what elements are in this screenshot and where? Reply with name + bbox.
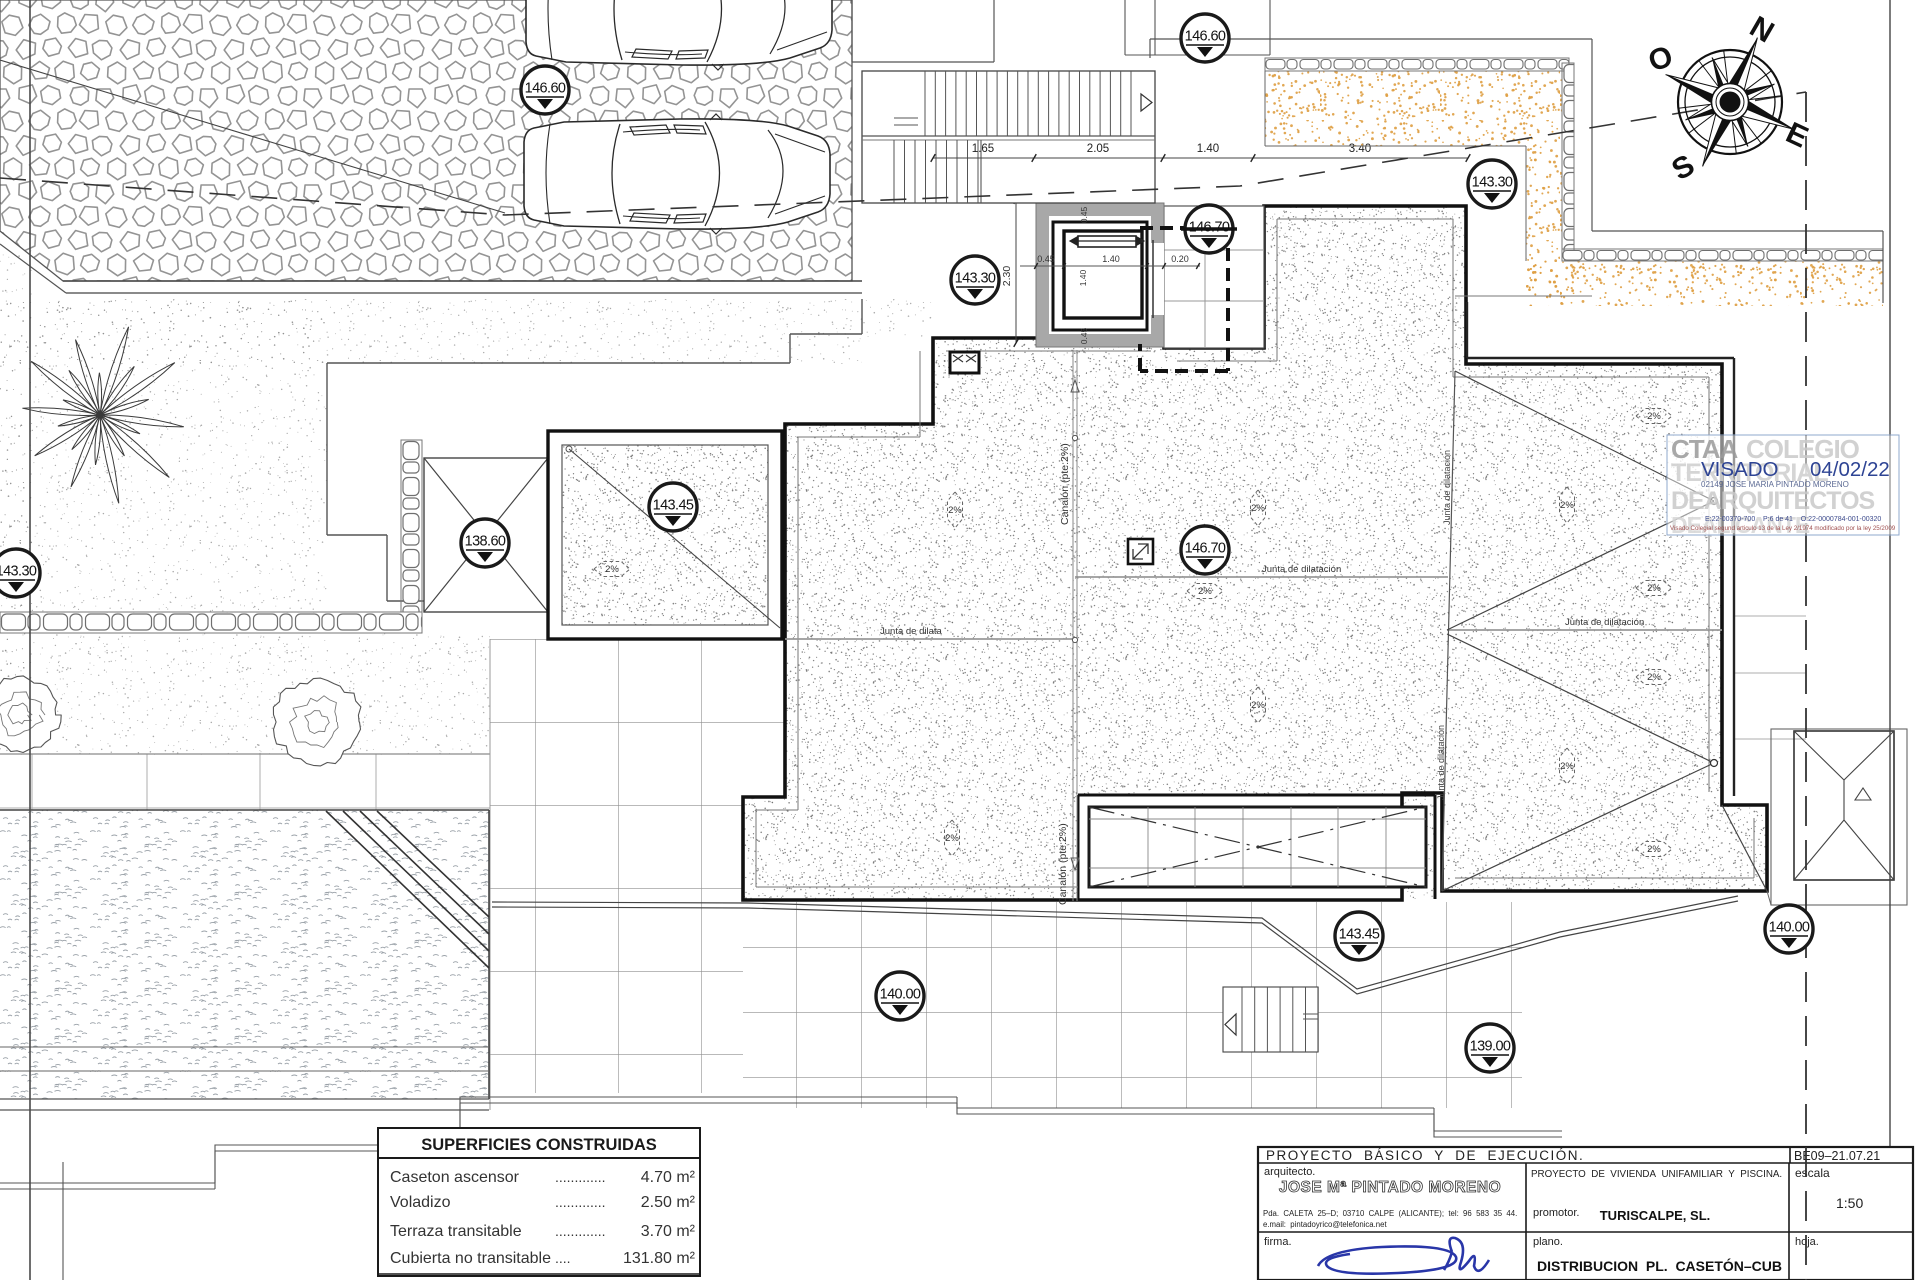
svg-text:CTAA: CTAA (1671, 434, 1739, 464)
svg-text:1.40: 1.40 (1102, 254, 1120, 264)
svg-text:1.40: 1.40 (1078, 269, 1088, 286)
svg-text:hoja.: hoja. (1795, 1236, 1819, 1248)
svg-text:04/02/22: 04/02/22 (1810, 458, 1890, 481)
svg-text:DEALICANTE: DEALICANTE (1671, 512, 1810, 538)
svg-text:TERRITORIAL: TERRITORIAL (1671, 459, 1828, 487)
svg-text:2.05: 2.05 (1087, 143, 1109, 155)
svg-text:2.30: 2.30 (1001, 266, 1013, 287)
svg-text:DEARQUITECTOS: DEARQUITECTOS (1671, 487, 1875, 515)
svg-text:Canalón (pte:2%): Canalón (pte:2%) (1059, 443, 1071, 525)
svg-text:e.mail: pintadoyrico@telefoni: e.mail: pintadoyrico@telefonica.net (1263, 1220, 1387, 1229)
svg-text:2%: 2% (605, 564, 619, 575)
svg-text:143.30: 143.30 (1472, 175, 1513, 191)
svg-text:2%: 2% (1198, 586, 1212, 597)
svg-text:COLEGIO: COLEGIO (1746, 434, 1860, 464)
svg-text:2%: 2% (1251, 503, 1265, 514)
svg-text:2%: 2% (1647, 583, 1661, 594)
svg-text:0.45: 0.45 (1079, 206, 1089, 223)
svg-text:E:22-00370-700 P:6 de 41: E:22-00370-700 P:6 de 41 O:22-0000784-00… (1705, 516, 1881, 523)
svg-text:2%: 2% (1251, 700, 1265, 711)
svg-text:arquitecto.: arquitecto. (1264, 1166, 1315, 1178)
svg-text:2%: 2% (1647, 411, 1661, 422)
svg-text:2: 2 (1833, 1276, 1850, 1280)
svg-text:143.30: 143.30 (955, 271, 996, 287)
svg-text:146.60: 146.60 (1185, 29, 1226, 45)
svg-text:138.60: 138.60 (465, 534, 506, 550)
svg-text:0.45: 0.45 (1079, 327, 1089, 344)
svg-text:2%: 2% (948, 505, 962, 516)
svg-text:139.00: 139.00 (1470, 1039, 1511, 1055)
svg-text:Canalón (pte:2%): Canalón (pte:2%) (1057, 823, 1069, 905)
svg-text:143.30: 143.30 (0, 564, 37, 580)
svg-text:146.60: 146.60 (525, 81, 566, 97)
svg-text:1.40: 1.40 (1197, 143, 1219, 155)
svg-text:Junta de dilatación: Junta de dilatación (1565, 617, 1644, 628)
svg-text:plano.: plano. (1533, 1236, 1563, 1248)
svg-text:143.45: 143.45 (1339, 927, 1380, 943)
svg-text:2%: 2% (945, 833, 959, 844)
svg-text:2.50 m²: 2.50 m² (641, 1194, 696, 1211)
svg-text:TURISCALPE, SL.: TURISCALPE, SL. (1600, 1208, 1711, 1223)
svg-text:.............: ............. (555, 1223, 606, 1239)
svg-text:Pda. CALETA 25–D; 03710 CA: Pda. CALETA 25–D; 03710 CALPE (ALICANTE)… (1263, 1209, 1517, 1218)
svg-text:promotor.: promotor. (1533, 1207, 1579, 1219)
svg-text:VISADO: VISADO (1701, 458, 1778, 481)
svg-text:Visado Colegial segund articul: Visado Colegial segund articulo 13 de la… (1670, 525, 1896, 532)
svg-text:SUPERFICIES CONSTRUIDAS: SUPERFICIES CONSTRUIDAS (421, 1136, 657, 1154)
svg-text:2%: 2% (1560, 500, 1574, 511)
svg-text:2%: 2% (1647, 672, 1661, 683)
svg-text:140.00: 140.00 (880, 987, 921, 1003)
svg-text:Cubierta no transitable: Cubierta no transitable (390, 1250, 551, 1267)
svg-text:Voladizo: Voladizo (390, 1194, 451, 1211)
svg-text:2%: 2% (1647, 844, 1661, 855)
svg-text:Junta de dilatación: Junta de dilatación (1436, 725, 1446, 800)
svg-text:143.45: 143.45 (653, 498, 694, 514)
svg-text:3.70 m²: 3.70 m² (641, 1223, 696, 1240)
svg-text:140.00: 140.00 (1769, 920, 1810, 936)
svg-text:0.20: 0.20 (1171, 254, 1189, 264)
svg-text:131.80 m²: 131.80 m² (623, 1250, 696, 1267)
svg-text:146.70: 146.70 (1185, 541, 1226, 557)
svg-text:Junta de dilata: Junta de dilata (880, 626, 943, 637)
svg-text:2%: 2% (1560, 761, 1574, 772)
svg-text:Terraza transitable: Terraza transitable (390, 1223, 522, 1240)
svg-text:JOSE Mª PINTADO MORENO: JOSE Mª PINTADO MORENO (1279, 1179, 1501, 1196)
svg-text:02149 JOSE MARIA PINTADO MOREN: 02149 JOSE MARIA PINTADO MORENO (1701, 480, 1849, 489)
svg-text:Junta de dilatación: Junta de dilatación (1442, 450, 1452, 525)
svg-text:PROYECTO BÁSICO Y DE EJECU: PROYECTO BÁSICO Y DE EJECUCIÓN. (1266, 1148, 1584, 1163)
svg-text:0.45: 0.45 (1037, 254, 1055, 264)
svg-text:firma.: firma. (1264, 1236, 1292, 1248)
svg-text:.............: ............. (555, 1169, 606, 1185)
svg-text:Junta de dilatación: Junta de dilatación (1262, 564, 1341, 575)
svg-text:escala: escala (1795, 1166, 1830, 1180)
svg-text:BE09–21.07.21: BE09–21.07.21 (1794, 1149, 1880, 1163)
svg-text:....: .... (555, 1250, 571, 1266)
svg-text:Caseton ascensor: Caseton ascensor (390, 1169, 520, 1186)
svg-text:4.70 m²: 4.70 m² (641, 1169, 696, 1186)
svg-text:.............: ............. (555, 1194, 606, 1210)
svg-text:DISTRIBUCION PL. CASETÓN–CUB: DISTRIBUCION PL. CASETÓN–CUB (1537, 1257, 1782, 1274)
svg-text:1:50: 1:50 (1836, 1195, 1863, 1211)
svg-text:PROYECTO DE VIVIENDA UNIFAM: PROYECTO DE VIVIENDA UNIFAMILIAR Y PISCI… (1531, 1169, 1782, 1180)
svg-text:1.65: 1.65 (972, 143, 994, 155)
